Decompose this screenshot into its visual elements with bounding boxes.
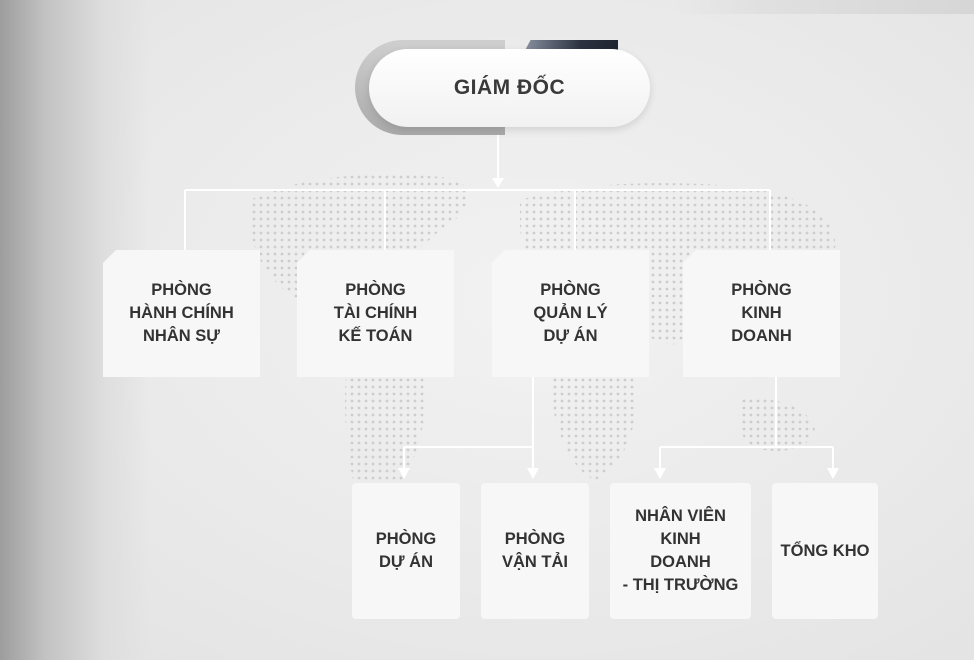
node-phong-quan-ly-du-an: PHÒNG QUẢN LÝ DỰ ÁN: [492, 250, 649, 377]
root-node: GIÁM ĐỐC: [355, 40, 650, 135]
node-label: TỔNG KHO: [780, 541, 870, 560]
node-label: GIÁM ĐỐC: [453, 76, 566, 99]
node-phong-kinh-doanh: PHÒNG KINH DOANH: [683, 250, 840, 377]
node-phong-tai-chinh-ke-toan: PHÒNG TÀI CHÍNH KẾ TOÁN: [297, 250, 454, 377]
node-label: PHÒNG TÀI CHÍNH KẾ TOÁN: [333, 281, 418, 345]
node-label: PHÒNG KINH DOANH: [731, 281, 792, 345]
node-label: PHÒNG VẬN TẢI: [502, 530, 568, 571]
top-stripe: [674, 0, 974, 14]
node-label: PHÒNG HÀNH CHÍNH NHÂN SỰ: [129, 281, 234, 345]
node-tong-kho: TỔNG KHO: [772, 483, 878, 619]
node-phong-van-tai: PHÒNG VẬN TẢI: [481, 483, 589, 619]
node-label: NHÂN VIÊN KINH DOANH - THỊ TRƯỜNG: [622, 507, 739, 594]
node-phong-hanh-chinh-nhan-su: PHÒNG HÀNH CHÍNH NHÂN SỰ: [103, 250, 260, 377]
node-nhan-vien-kinh-doanh: NHÂN VIÊN KINH DOANH - THỊ TRƯỜNG: [610, 483, 751, 619]
node-phong-du-an: PHÒNG DỰ ÁN: [352, 483, 460, 619]
node-label: PHÒNG DỰ ÁN: [375, 530, 437, 571]
node-label: PHÒNG QUẢN LÝ DỰ ÁN: [533, 281, 608, 345]
node-giam-doc: GIÁM ĐỐC: [369, 49, 650, 127]
